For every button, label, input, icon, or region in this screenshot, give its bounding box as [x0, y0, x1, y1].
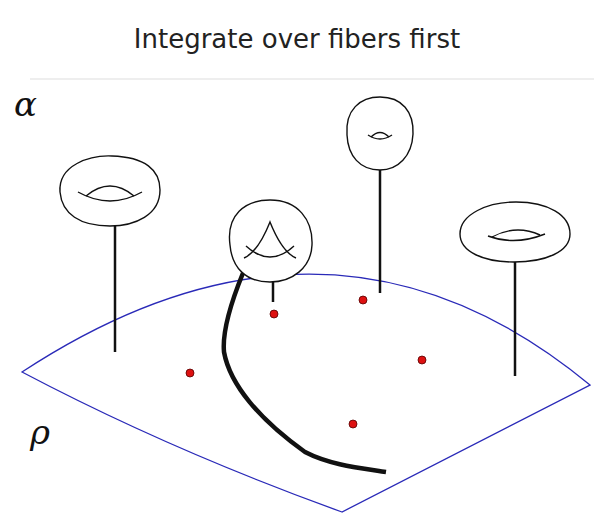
singular-points	[186, 296, 426, 428]
singular-curve	[224, 273, 386, 472]
axis-symbol: α	[14, 84, 37, 124]
base-surface	[22, 274, 590, 512]
divider-line	[30, 79, 594, 80]
fiber-lines	[115, 170, 515, 376]
axis-symbol: ρ	[30, 412, 50, 452]
slide-title: Integrate over fibers first	[0, 24, 594, 54]
torus-fibers	[60, 97, 570, 282]
